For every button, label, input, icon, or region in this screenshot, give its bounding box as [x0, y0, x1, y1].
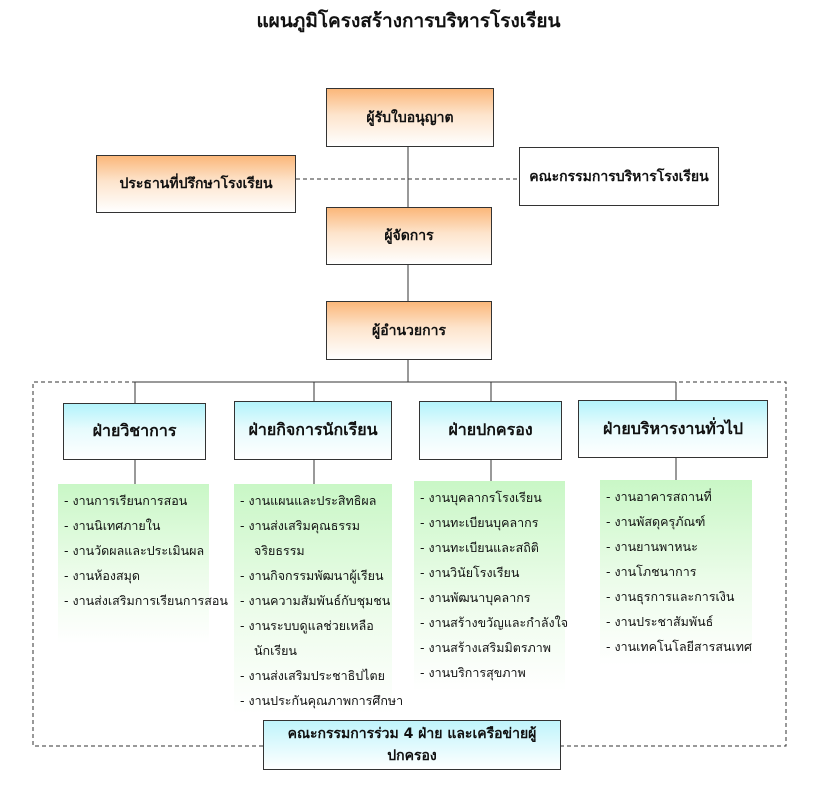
licensee-box: ผู้รับใบอนุญาต [326, 88, 494, 147]
dashed-border-right [560, 381, 787, 747]
board-chair-label: ประธานที่ปรึกษาโรงเรียน [119, 176, 273, 192]
licensee-label: ผู้รับใบอนุญาต [366, 109, 454, 126]
director-box: ผู้อำนวยการ [326, 301, 492, 360]
task-item: - งานบริการสุขภาพ [420, 665, 526, 680]
task-item: - งานโภชนาการ [606, 564, 697, 579]
task-item: - งานส่งเสริมประชาธิปไตย [240, 668, 385, 683]
task-item: - งานอาคารสถานที่ [606, 489, 712, 504]
task-item: - งานสร้างเสริมมิตรภาพ [420, 640, 552, 655]
task-item: - งานประกันคุณภาพการศึกษา [240, 693, 404, 708]
task-item: - งานสร้างขวัญและกำลังใจ [420, 615, 569, 630]
task-item: - งานการเรียนการสอน [64, 493, 188, 508]
department-label: ฝ่ายปกครอง [448, 420, 533, 439]
department-box-general-admin: ฝ่ายบริหารงานทั่วไป [578, 400, 768, 458]
task-item: - งานวัดผลและประเมินผล [64, 543, 205, 558]
department-label: ฝ่ายวิชาการ [92, 421, 177, 440]
task-item: - งานยานพาหนะ [606, 539, 698, 554]
joint-committee-label: คณะกรรมการร่วม 4 ฝ่าย และเครือข่ายผู้ปกค… [287, 726, 537, 764]
task-item: - งานบุคลากรโรงเรียน [420, 490, 542, 505]
dashed-border-left [32, 381, 263, 747]
admin-committee-label: คณะกรรมการบริหารโรงเรียน [529, 168, 709, 185]
task-item: - งานส่งเสริมคุณธรรม [240, 518, 360, 533]
chart-title: แผนภูมิโครงสร้างการบริหารโรงเรียน [256, 10, 561, 32]
director-label: ผู้อำนวยการ [372, 322, 446, 339]
task-item: - งานส่งเสริมการเรียนการสอน [64, 593, 228, 608]
manager-label: ผู้จัดการ [384, 228, 434, 244]
task-list-student-affairs: - งานแผนและประสิทธิผล - งานส่งเสริมคุณธร… [234, 484, 404, 714]
task-item: นักเรียน [254, 643, 297, 658]
department-label: ฝ่ายกิจการนักเรียน [248, 420, 378, 439]
task-list-general-admin: - งานอาคารสถานที่ - งานพัสดุครุภัณฑ์ - ง… [600, 480, 752, 665]
joint-committee-box: คณะกรรมการร่วม 4 ฝ่าย และเครือข่ายผู้ปกค… [263, 720, 561, 770]
department-box-academic: ฝ่ายวิชาการ [63, 403, 206, 460]
task-item: จริยธรรม [254, 543, 305, 558]
admin-committee-box: คณะกรรมการบริหารโรงเรียน [519, 147, 719, 206]
task-item: - งานทะเบียนบุคลากร [420, 515, 539, 530]
task-item: - งานทะเบียนและสถิติ [420, 540, 539, 555]
task-item: - งานห้องสมุด [64, 568, 140, 583]
task-item: - งานระบบดูแลช่วยเหลือ [240, 618, 374, 633]
task-item: - งานกิจกรรมพัฒนาผู้เรียน [240, 568, 384, 583]
task-item: - งานพัสดุครุภัณฑ์ [606, 514, 706, 529]
department-label: ฝ่ายบริหารงานทั่วไป [602, 418, 744, 438]
task-item: - งานเทคโนโลยีสารสนเทศ [606, 639, 752, 654]
task-list-governance: - งานบุคลากรโรงเรียน - งานทะเบียนบุคลากร… [414, 481, 569, 691]
task-item: - งานพัฒนาบุคลากร [420, 590, 531, 605]
manager-box: ผู้จัดการ [326, 207, 492, 265]
department-box-student-affairs: ฝ่ายกิจการนักเรียน [234, 401, 392, 460]
task-item: - งานประชาสัมพันธ์ [606, 614, 714, 629]
task-list-academic: - งานการเรียนการสอน - งานนิเทศภายใน - งา… [58, 484, 228, 644]
task-item: - งานธุรการและการเงิน [606, 589, 735, 604]
department-box-governance: ฝ่ายปกครอง [419, 401, 562, 460]
task-item: - งานความสัมพันธ์กับชุมชน [240, 593, 391, 608]
board-chair-box: ประธานที่ปรึกษาโรงเรียน [96, 155, 296, 213]
task-item: - งานแผนและประสิทธิผล [240, 493, 377, 508]
task-item: - งานวินัยโรงเรียน [420, 565, 520, 580]
task-item: - งานนิเทศภายใน [64, 518, 161, 533]
